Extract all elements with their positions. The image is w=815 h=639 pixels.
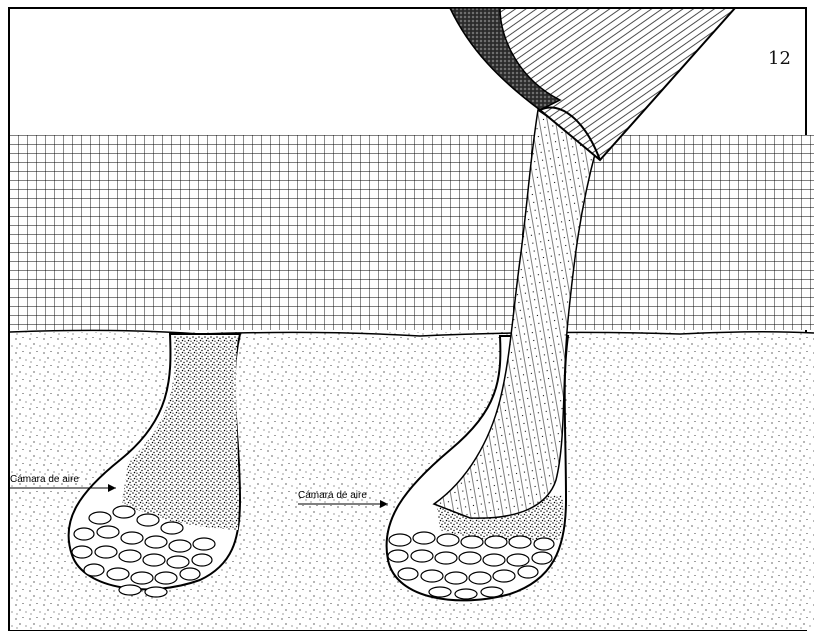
page-number-mark: 12 [768,48,791,69]
right-air-chamber-label: Cámara de aire [298,490,367,501]
wire-mesh-grid [10,135,814,330]
left-air-chamber-label: Cámara de aire [10,474,79,485]
